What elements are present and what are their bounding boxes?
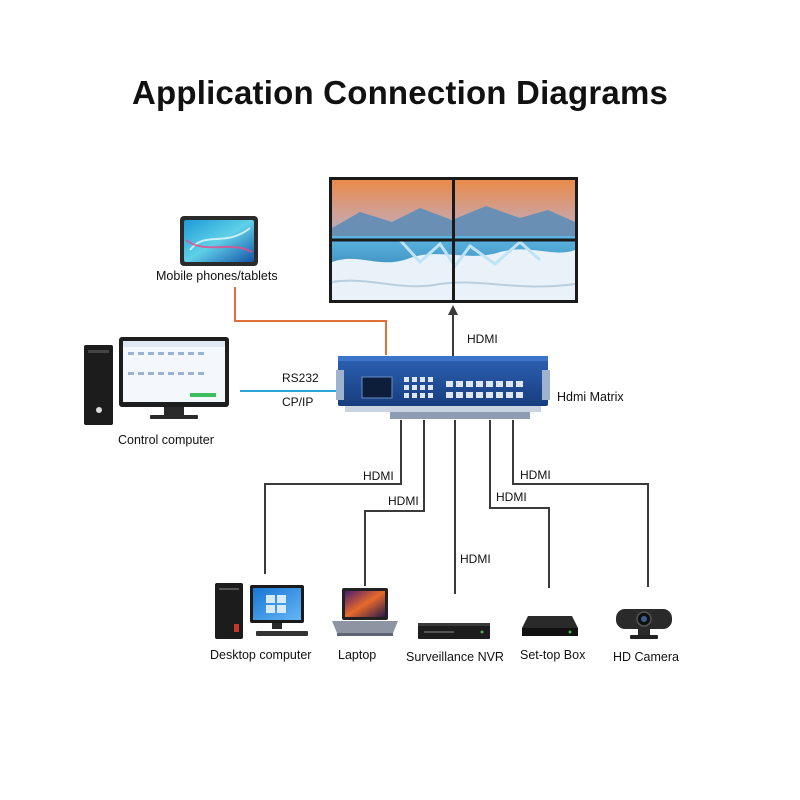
nvr-icon — [418, 623, 490, 639]
tablet-link-line — [234, 287, 387, 355]
camera-link-line — [512, 420, 649, 587]
desktop-computer-icon — [215, 583, 308, 639]
label-hdmi-desktop: HDMI — [363, 469, 394, 483]
label-hdmi-nvr: HDMI — [460, 552, 491, 566]
label-camera: HD Camera — [613, 650, 679, 664]
label-hdmi-laptop: HDMI — [388, 494, 419, 508]
label-control-computer: Control computer — [118, 433, 214, 447]
tablet-icon — [180, 216, 258, 266]
desktop-link-line — [264, 420, 402, 574]
set-top-box-icon — [522, 616, 578, 636]
label-mobile: Mobile phones/tablets — [156, 269, 278, 283]
laptop-link-line — [364, 420, 425, 586]
hd-camera-icon — [616, 609, 672, 639]
control-computer-icon — [84, 337, 229, 425]
hdmi-matrix-icon — [336, 356, 550, 419]
label-hdmi-matrix: Hdmi Matrix — [557, 390, 624, 404]
page-title: Application Connection Diagrams — [131, 74, 669, 111]
hdmi-output-arrow — [448, 305, 458, 315]
label-rs232: RS232 — [282, 371, 319, 385]
label-hdmi-output: HDMI — [467, 332, 498, 346]
label-hdmi-settop: HDMI — [496, 490, 527, 504]
label-hdmi-camera: HDMI — [520, 468, 551, 482]
settop-link-line — [489, 420, 550, 588]
video-wall — [329, 177, 578, 303]
label-settop: Set-top Box — [520, 648, 586, 662]
label-desktop: Desktop computer — [210, 648, 312, 662]
label-nvr: Surveillance NVR — [406, 650, 504, 664]
laptop-icon — [332, 588, 398, 636]
label-laptop: Laptop — [338, 648, 377, 662]
label-cpip: CP/IP — [282, 395, 314, 409]
